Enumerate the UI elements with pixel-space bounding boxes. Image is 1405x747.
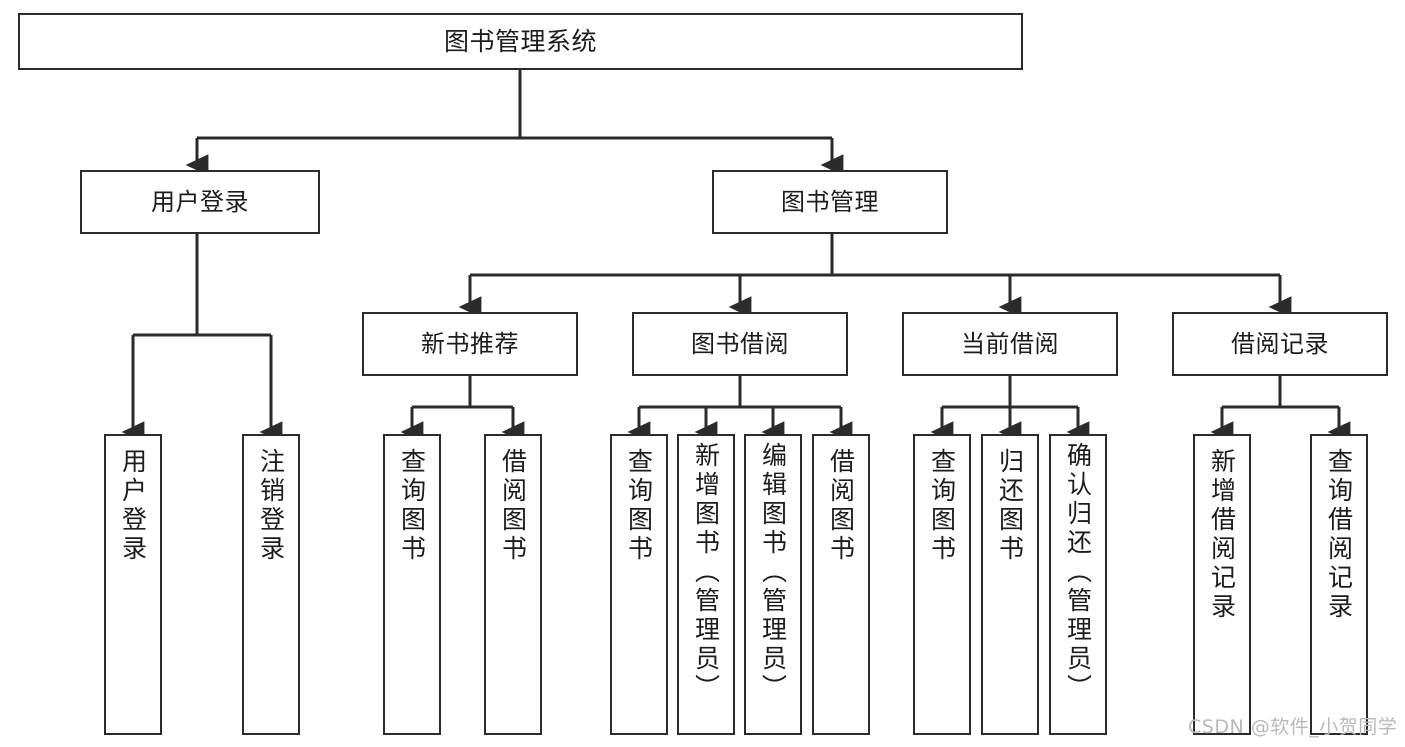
leaf-book-borrow-add-book-admin[interactable]: 新增图书（管理员） [677,434,735,735]
leaf-user-login-login[interactable]: 用户登录 [104,434,162,735]
node-label: 图书借阅 [691,329,789,358]
node-book-management[interactable]: 图书管理 [712,170,948,234]
node-label: 新书推荐 [421,329,519,358]
node-label: 借阅记录 [1231,329,1329,358]
node-label: 注销登录 [256,448,286,564]
node-label: 归还图书 [995,448,1025,564]
node-borrow-records[interactable]: 借阅记录 [1172,312,1388,376]
leaf-new-book-borrow-book[interactable]: 借阅图书 [484,434,542,735]
node-user-login[interactable]: 用户登录 [80,170,320,234]
leaf-borrow-records-query-record[interactable]: 查询借阅记录 [1310,434,1368,735]
node-label: 当前借阅 [961,329,1059,358]
node-label: 借阅图书 [826,448,856,564]
node-label: 新增借阅记录 [1207,448,1237,622]
leaf-book-borrow-query-book[interactable]: 查询图书 [610,434,668,735]
node-label: 用户登录 [151,187,249,216]
leaf-new-book-query-book[interactable]: 查询图书 [383,434,441,735]
node-root-book-management-system[interactable]: 图书管理系统 [18,13,1023,70]
node-label: 查询图书 [624,448,654,564]
node-current-borrow[interactable]: 当前借阅 [902,312,1118,376]
leaf-current-borrow-return-book[interactable]: 归还图书 [981,434,1039,735]
node-label: 确认归还（管理员） [1063,442,1093,703]
node-label: 新增图书（管理员） [691,442,721,703]
leaf-current-borrow-query-book[interactable]: 查询图书 [913,434,971,735]
node-label: 用户登录 [118,448,148,564]
node-label: 查询图书 [397,448,427,564]
csdn-watermark: CSDN @软件_小贺同学 [1188,716,1398,738]
node-label: 编辑图书（管理员） [758,442,788,703]
node-book-borrow[interactable]: 图书借阅 [632,312,848,376]
node-label: 图书管理 [781,187,879,216]
node-label: 借阅图书 [498,448,528,564]
node-label: 查询图书 [927,448,957,564]
node-label: 查询借阅记录 [1324,448,1354,622]
node-label: 图书管理系统 [443,26,597,56]
leaf-borrow-records-add-record[interactable]: 新增借阅记录 [1193,434,1251,735]
node-new-book-recommend[interactable]: 新书推荐 [362,312,578,376]
leaf-book-borrow-borrow-book[interactable]: 借阅图书 [812,434,870,735]
leaf-book-borrow-edit-book-admin[interactable]: 编辑图书（管理员） [744,434,802,735]
leaf-user-login-logout[interactable]: 注销登录 [242,434,300,735]
leaf-current-borrow-confirm-return-admin[interactable]: 确认归还（管理员） [1049,434,1107,735]
